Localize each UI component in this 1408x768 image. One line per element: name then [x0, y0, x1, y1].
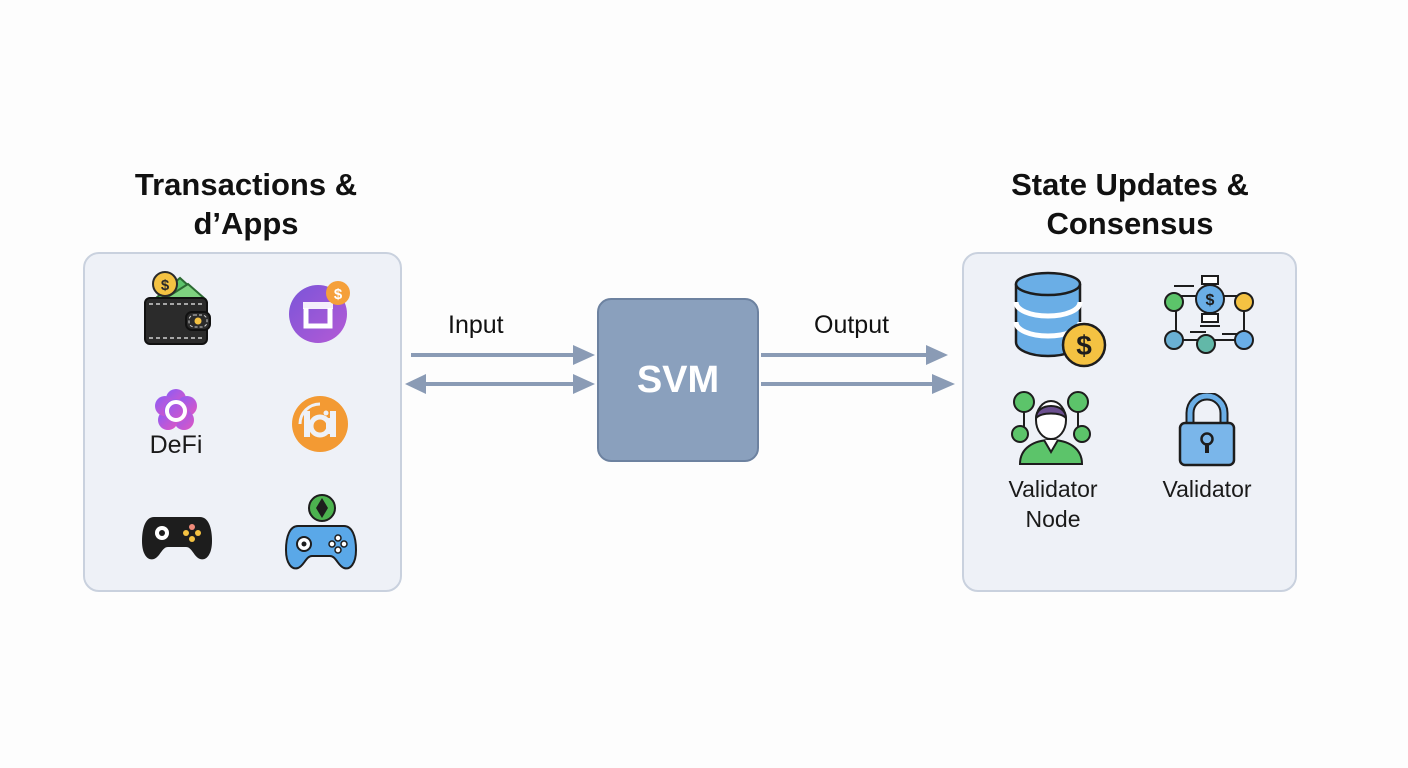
svm-processor-box: SVM [597, 298, 759, 462]
marketplace-icon: $ [289, 281, 350, 343]
right-section-title: State Updates & Consensus [980, 165, 1280, 243]
validator-node-icon [1011, 391, 1091, 465]
right-title-line2: Consensus [1046, 206, 1214, 241]
input-arrow-1 [411, 345, 595, 365]
validator-node-label: Validator Node [995, 474, 1111, 534]
input-arrow-bidirectional [405, 374, 595, 394]
payment-network-icon: $ [1164, 275, 1254, 354]
defi-label: DeFi [149, 431, 203, 459]
web3-game-controller-icon [284, 494, 358, 570]
validator-node-label-line1: Validator [1008, 476, 1098, 502]
svm-label: SVM [636, 358, 720, 401]
validator-node-label-line2: Node [1025, 506, 1081, 532]
output-arrow-1 [761, 345, 948, 365]
svg-text:$: $ [1076, 330, 1092, 361]
lock-icon [1178, 393, 1236, 467]
ai-app-icon [292, 396, 348, 452]
svg-text:$: $ [334, 286, 343, 303]
validator-label: Validator [1162, 476, 1252, 502]
left-section-title: Transactions & d’Apps [96, 165, 396, 243]
left-title-line2: d’Apps [193, 206, 299, 241]
wallet-icon: $ [144, 271, 211, 345]
output-arrow-2 [761, 374, 955, 394]
input-label: Input [448, 311, 504, 339]
defi-icon [155, 389, 197, 430]
database-coin-icon: $ [1013, 271, 1107, 368]
svg-text:$: $ [161, 277, 170, 294]
output-label: Output [814, 311, 890, 339]
left-title-line1: Transactions & [134, 167, 358, 202]
svg-text:$: $ [1206, 292, 1215, 309]
right-title-line1: State Updates & [1011, 167, 1249, 202]
game-controller-icon [142, 517, 212, 560]
